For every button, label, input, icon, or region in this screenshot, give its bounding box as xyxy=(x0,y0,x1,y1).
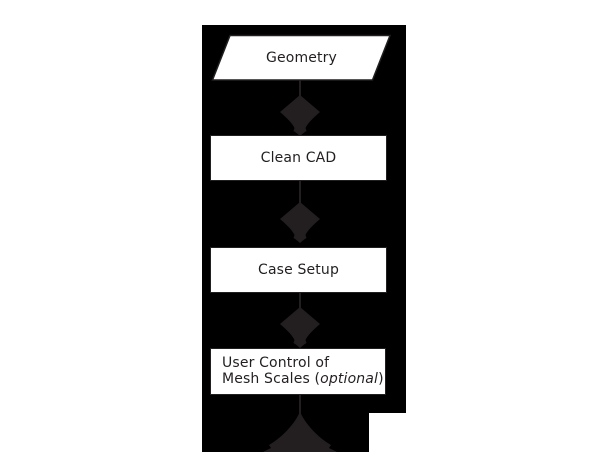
geometry-parallelogram xyxy=(211,34,392,81)
connector-usercontrol-down-clipped xyxy=(263,394,337,452)
node-clean-cad: Clean CAD xyxy=(210,135,387,181)
node-case-setup-label: Case Setup xyxy=(258,262,339,278)
node-geometry: Geometry xyxy=(213,35,390,80)
diamond-arrowhead-clipped-icon xyxy=(263,411,337,452)
diamond-arrowhead-icon xyxy=(280,202,320,243)
diamond-arrowhead-icon xyxy=(280,95,320,136)
connector-cleancad-to-casesetup xyxy=(280,181,320,243)
node-clean-cad-label: Clean CAD xyxy=(260,150,337,166)
node-user-control: User Control of Mesh Scales (optional) xyxy=(210,348,386,395)
connector-geometry-to-cleancad xyxy=(280,80,320,136)
diamond-arrowhead-icon xyxy=(280,307,320,348)
node-case-setup: Case Setup xyxy=(210,247,387,293)
node-geometry-label: Geometry xyxy=(265,49,337,66)
node-user-control-line1: User Control of xyxy=(222,355,330,371)
connector-casesetup-to-usercontrol xyxy=(280,292,320,348)
node-user-control-label: User Control of Mesh Scales (optional) xyxy=(222,355,384,387)
node-user-control-line2: Mesh Scales (optional) xyxy=(222,370,384,387)
